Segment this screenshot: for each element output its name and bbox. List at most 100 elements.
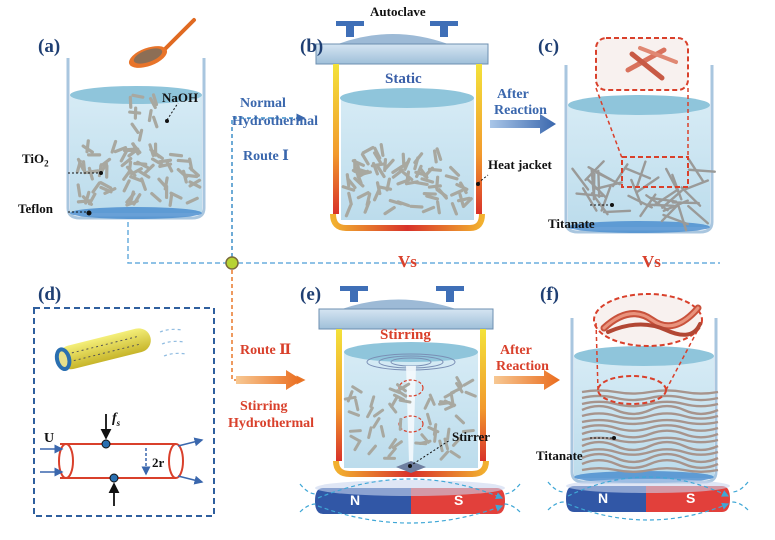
particle <box>376 165 386 179</box>
particle <box>150 191 162 203</box>
nanowire <box>581 404 719 416</box>
particle <box>662 199 689 212</box>
particle <box>425 194 440 201</box>
particle <box>129 175 143 183</box>
magnetic-field-lines-f <box>547 476 749 521</box>
nanowire <box>581 452 719 464</box>
naoh-label: NaOH <box>162 90 199 105</box>
particle <box>185 196 199 205</box>
particle <box>130 122 140 134</box>
particle <box>427 184 442 189</box>
magnet-n-f: N <box>598 490 609 506</box>
particle <box>75 159 82 174</box>
particle <box>391 168 404 179</box>
route2-arrow <box>236 370 302 390</box>
spoon-icon <box>128 18 196 68</box>
shear-diagram <box>33 307 215 517</box>
particle <box>369 395 376 408</box>
particle <box>387 447 397 458</box>
particle <box>443 390 456 399</box>
shear-force-label: fs <box>112 411 121 428</box>
particle <box>415 164 423 179</box>
particle <box>348 429 362 433</box>
panel-label-c: (c) <box>538 36 560 57</box>
particle <box>435 175 440 190</box>
nanowire <box>581 459 719 469</box>
particle <box>446 427 451 441</box>
particle <box>581 187 598 212</box>
particle <box>370 162 385 168</box>
particle <box>383 205 396 216</box>
particle <box>432 149 438 164</box>
particle <box>426 412 432 426</box>
panel-label-a: (a) <box>38 36 61 57</box>
particle <box>450 393 455 407</box>
particle <box>392 393 405 402</box>
particle <box>443 437 450 451</box>
particle <box>398 398 412 404</box>
particle <box>455 182 469 191</box>
particle <box>354 167 369 174</box>
particle <box>427 425 440 434</box>
magnet-f <box>566 479 730 512</box>
particle <box>125 199 139 207</box>
particle <box>423 397 431 410</box>
particle <box>103 187 117 195</box>
particle <box>451 436 462 447</box>
particle <box>76 183 82 198</box>
panel-label-d: (d) <box>38 284 62 305</box>
particle <box>120 156 133 168</box>
particle <box>140 177 147 191</box>
particle <box>158 162 173 169</box>
tio2-particles <box>75 93 202 207</box>
beaker-c <box>564 37 716 234</box>
particle <box>449 450 461 459</box>
particle <box>372 151 382 164</box>
particle <box>354 398 360 412</box>
particle <box>133 161 148 166</box>
beaker-f <box>570 293 719 484</box>
particle <box>379 142 385 158</box>
particle <box>461 197 473 209</box>
particle <box>122 179 131 193</box>
particle <box>367 426 373 440</box>
particle <box>420 177 435 184</box>
particle <box>665 167 680 194</box>
particle <box>366 406 374 419</box>
nanotube-icon <box>54 328 151 371</box>
heat-jacket-label: Heat jacket <box>488 157 552 172</box>
particle <box>421 205 436 214</box>
diameter-label: 2r <box>152 455 165 470</box>
particle <box>353 176 365 188</box>
nanowire <box>581 440 719 452</box>
particle <box>343 395 357 401</box>
particle <box>645 194 669 212</box>
particle <box>435 188 448 198</box>
particle <box>81 160 87 175</box>
titanate-nanorods <box>571 158 716 232</box>
particle <box>687 168 716 173</box>
particle <box>119 149 129 163</box>
panel-label-b: (b) <box>300 36 324 57</box>
particle <box>137 169 151 179</box>
particle <box>405 170 411 185</box>
particle <box>355 171 363 185</box>
particle <box>360 152 370 166</box>
particle <box>125 192 136 204</box>
particle <box>455 381 464 394</box>
titanate-c-label: Titanate <box>548 216 595 231</box>
autoclave-static <box>315 21 489 231</box>
particle <box>587 166 613 182</box>
particle <box>450 202 459 216</box>
magnet-s-e: S <box>454 492 464 508</box>
tio2-particles-b <box>341 142 473 218</box>
particle <box>365 192 372 207</box>
after-reaction-c-2: Reaction <box>494 103 547 118</box>
particle <box>586 177 607 199</box>
particle <box>137 128 144 142</box>
velocity-label: U <box>44 431 55 446</box>
particle <box>188 180 202 189</box>
nanowire <box>581 448 719 456</box>
particle <box>454 414 466 425</box>
particle <box>151 93 159 107</box>
